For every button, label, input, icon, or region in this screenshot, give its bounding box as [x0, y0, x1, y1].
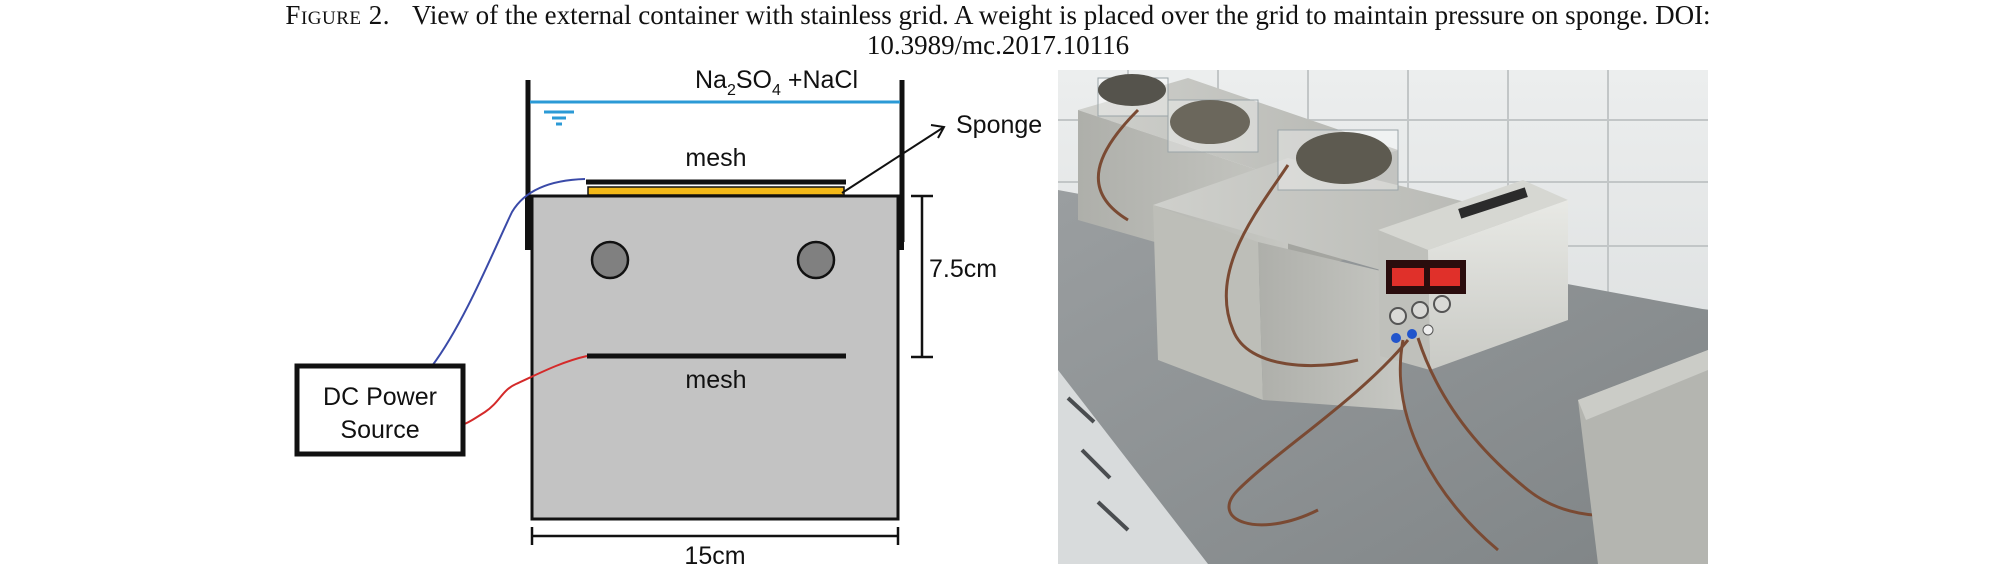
photo-psu-display-icon [1386, 260, 1466, 294]
water-level-symbol-icon [544, 110, 574, 126]
photo-psu-knobs-icon [1389, 295, 1451, 325]
caption-figure-label: Figure 2. [285, 0, 390, 30]
height-label: 7.5cm [929, 255, 997, 283]
rebar-left [590, 240, 630, 280]
sponge-arrowhead-icon [930, 124, 946, 139]
right-seal [897, 198, 904, 250]
mesh-top-label: mesh [685, 144, 746, 172]
photo-cabinet [1058, 370, 1208, 564]
rebar-right [796, 240, 836, 280]
caption-line-2: 10.3989/mc.2017.10116 [866, 30, 1130, 60]
photo-beam-right-top [1578, 350, 1708, 420]
photo-psu-handle-icon [1458, 187, 1528, 219]
wire-positive [461, 355, 588, 426]
photo-containers [1097, 74, 1399, 191]
photo-psu-side [1428, 200, 1568, 370]
power-label-line1: DC Power [323, 383, 437, 411]
wire-negative [431, 178, 586, 367]
photo-beam-front-side [1258, 242, 1403, 410]
left-seal [525, 198, 532, 250]
photo-cabinet-handles [1066, 396, 1130, 532]
solution-label: Na2SO4 +NaCl [695, 66, 858, 99]
sponge-layer [587, 186, 845, 196]
lab-setup-photo [1058, 70, 1708, 564]
figure-caption: Figure 2. View of the external container … [0, 0, 1996, 60]
photo-psu-terminals-icon [1391, 324, 1434, 343]
caption-text: View of the external container with stai… [412, 0, 1711, 30]
setup-diagram: Na2SO4 +NaCl mesh Sponge mesh DC Power S… [294, 66, 1042, 570]
dc-power-source-box [294, 363, 466, 457]
width-label: 15cm [684, 542, 745, 570]
power-label-line2: Source [340, 416, 419, 444]
mesh-bottom-label: mesh [685, 366, 746, 394]
sponge-pointer-line [841, 126, 945, 194]
caption-line-1: Figure 2. View of the external container … [0, 0, 1996, 30]
sponge-label: Sponge [956, 111, 1042, 139]
